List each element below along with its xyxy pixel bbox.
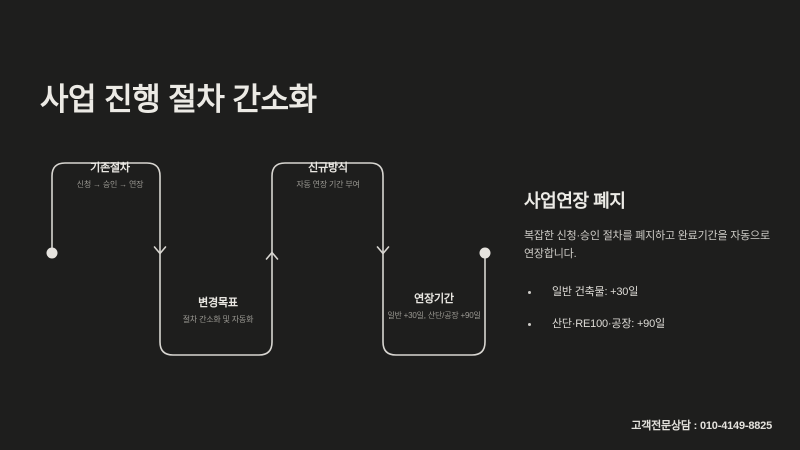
arrow-down-icon	[153, 246, 167, 255]
flow-node-subtitle: 일반 +30일, 산단/공장 +90일	[387, 310, 481, 320]
flow-node-title: 신규방식	[308, 162, 348, 174]
flow-start-dot	[46, 247, 58, 259]
arrow-up-icon	[265, 251, 279, 260]
page-title: 사업 진행 절차 간소화	[40, 82, 317, 117]
bullet-dot-icon	[528, 291, 531, 295]
panel-body-text: 복잡한 신청·승인 절차를 폐지하고 완료기간을 자동으로 연장합니다.	[524, 230, 770, 261]
flow-connector-svg	[46, 162, 491, 356]
flow-node-existing-process[interactable]: 기존절차 신청 → 승인 → 연장	[58, 161, 162, 190]
list-item: 산단·RE100·공장: +90일	[524, 316, 772, 333]
arrow-down-icon	[376, 246, 390, 255]
flow-node-title: 연장기간	[414, 293, 454, 305]
footer-contact: 고객전문상담 : 010-4149-8825	[631, 420, 772, 432]
panel-bullet-list: 일반 건축물: +30일 산단·RE100·공장: +90일	[524, 284, 772, 332]
flow-node-subtitle: 절차 간소화 및 자동화	[182, 314, 254, 324]
list-item-label: 산단·RE100·공장: +90일	[552, 317, 665, 330]
detail-panel: 사업연장 폐지 복잡한 신청·승인 절차를 폐지하고 완료기간을 자동으로 연장…	[524, 190, 772, 332]
flow-node-title: 기존절차	[90, 162, 130, 174]
flow-node-change-goal[interactable]: 변경목표 절차 간소화 및 자동화	[165, 296, 271, 325]
list-item: 일반 건축물: +30일	[524, 284, 772, 301]
process-flow-diagram: 기존절차 신청 → 승인 → 연장 변경목표 절차 간소화 및 자동화 신규방식…	[0, 140, 520, 365]
list-item-label: 일반 건축물: +30일	[552, 286, 639, 299]
flow-node-subtitle: 자동 연장 기간 부여	[296, 179, 360, 189]
bullet-dot-icon	[528, 322, 531, 326]
flow-node-new-method[interactable]: 신규방식 자동 연장 기간 부여	[278, 161, 378, 190]
flow-node-title: 변경목표	[198, 297, 238, 309]
flow-end-dot	[479, 247, 491, 259]
panel-heading: 사업연장 폐지	[524, 191, 626, 211]
flow-node-extension-period[interactable]: 연장기간 일반 +30일, 산단/공장 +90일	[385, 292, 483, 321]
flow-path	[51, 162, 486, 356]
flow-node-subtitle: 신청 → 승인 → 연장	[76, 179, 144, 189]
